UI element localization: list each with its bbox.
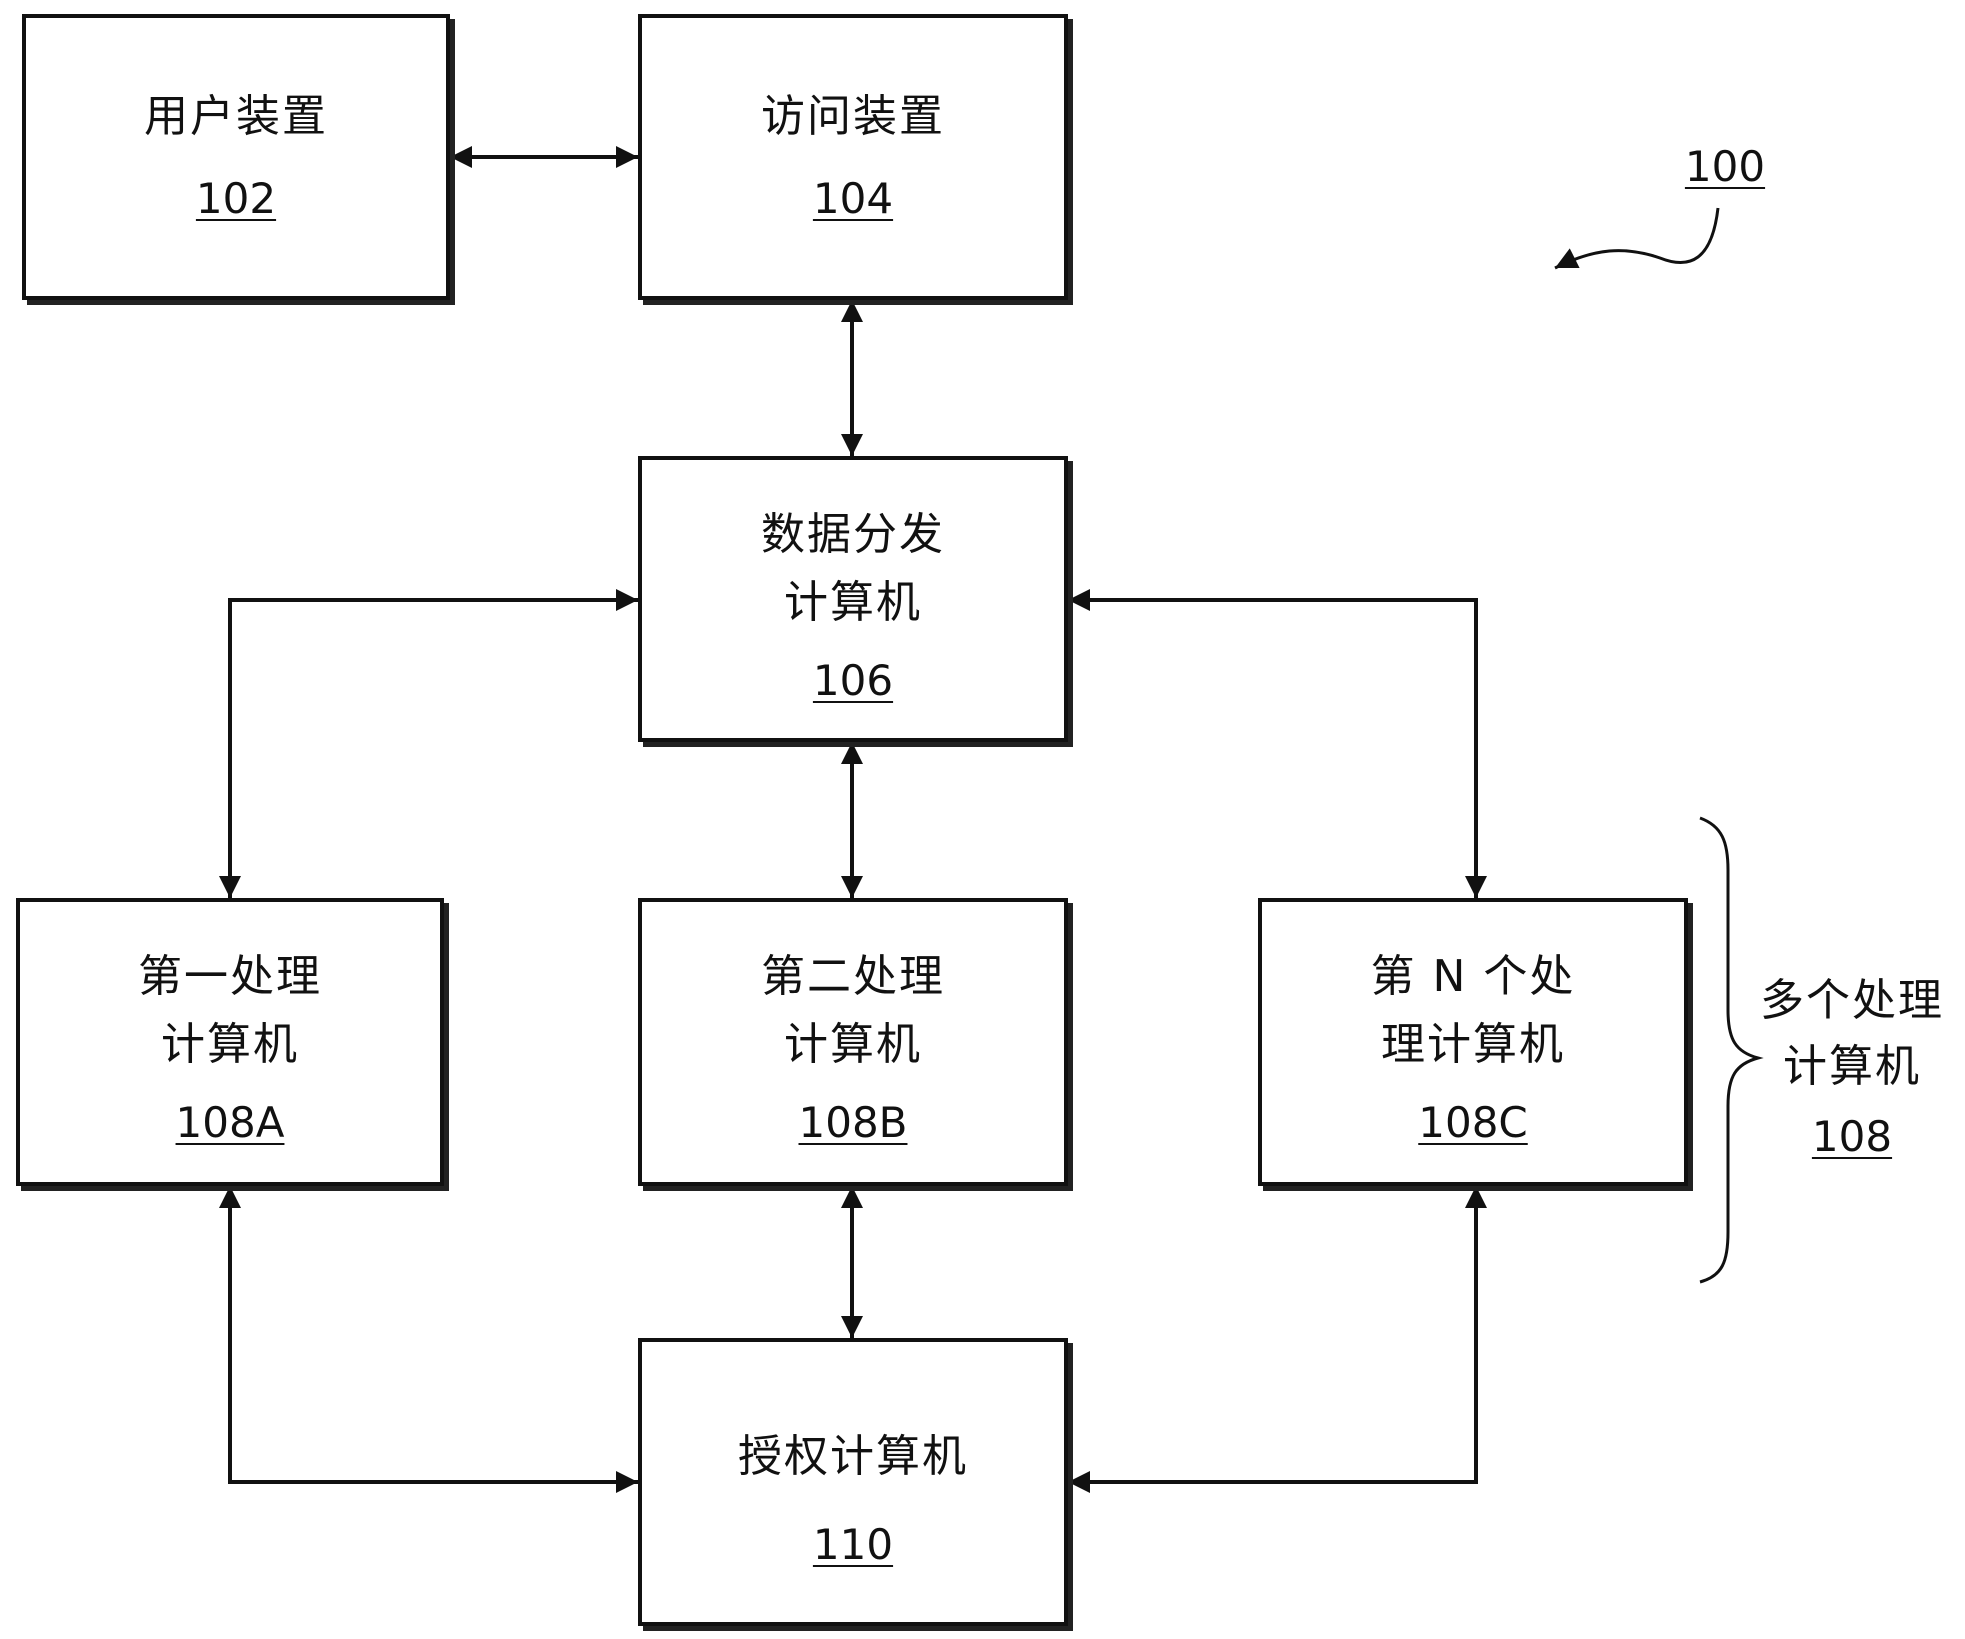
node-user-device: 用户装置 102 bbox=[22, 14, 450, 300]
node-authorization-ref: 110 bbox=[812, 1520, 894, 1569]
group-title-line2: 计算机 bbox=[1783, 1041, 1921, 1092]
group-ref: 108 bbox=[1811, 1112, 1893, 1161]
node-proc-first-title-line1: 第一处理 bbox=[138, 951, 322, 1002]
node-access-device-ref: 104 bbox=[812, 174, 894, 223]
node-proc-nth: 第 N 个处 理计算机 108C bbox=[1258, 898, 1688, 1186]
node-proc-nth-ref: 108C bbox=[1418, 1098, 1528, 1147]
node-user-device-ref: 102 bbox=[195, 174, 277, 223]
group-brace bbox=[1699, 816, 1764, 1284]
node-proc-first-title-line2: 计算机 bbox=[161, 1019, 299, 1070]
node-data-distribution-ref: 106 bbox=[812, 656, 894, 705]
node-proc-first-ref: 108A bbox=[175, 1098, 285, 1147]
node-access-device-title: 访问装置 bbox=[761, 91, 945, 142]
node-data-distribution: 数据分发 计算机 106 bbox=[638, 456, 1068, 742]
edge-distribution-nth bbox=[1068, 589, 1487, 898]
group-title-line1: 多个处理 bbox=[1760, 975, 1944, 1026]
node-authorization-title: 授权计算机 bbox=[738, 1431, 968, 1482]
node-access-device: 访问装置 104 bbox=[638, 14, 1068, 300]
figure-ref-arrow bbox=[1554, 207, 1720, 270]
node-proc-second: 第二处理 计算机 108B bbox=[638, 898, 1068, 1186]
node-proc-nth-title-line2: 理计算机 bbox=[1381, 1019, 1565, 1070]
figure-ref-label: 100 bbox=[1684, 142, 1766, 191]
node-data-distribution-title-line2: 计算机 bbox=[784, 577, 922, 628]
node-proc-second-ref: 108B bbox=[798, 1098, 908, 1147]
edge-nth-authorization bbox=[1068, 1186, 1487, 1493]
node-data-distribution-title-line1: 数据分发 bbox=[761, 509, 945, 560]
node-authorization: 授权计算机 110 bbox=[638, 1338, 1068, 1626]
node-user-device-title: 用户装置 bbox=[144, 91, 328, 142]
node-proc-second-title-line2: 计算机 bbox=[784, 1019, 922, 1070]
node-proc-first: 第一处理 计算机 108A bbox=[16, 898, 444, 1186]
node-proc-nth-title-line1: 第 N 个处 bbox=[1370, 951, 1576, 1002]
edge-first-authorization bbox=[219, 1186, 638, 1493]
node-proc-second-title-line1: 第二处理 bbox=[761, 951, 945, 1002]
edge-distribution-first bbox=[219, 589, 638, 898]
